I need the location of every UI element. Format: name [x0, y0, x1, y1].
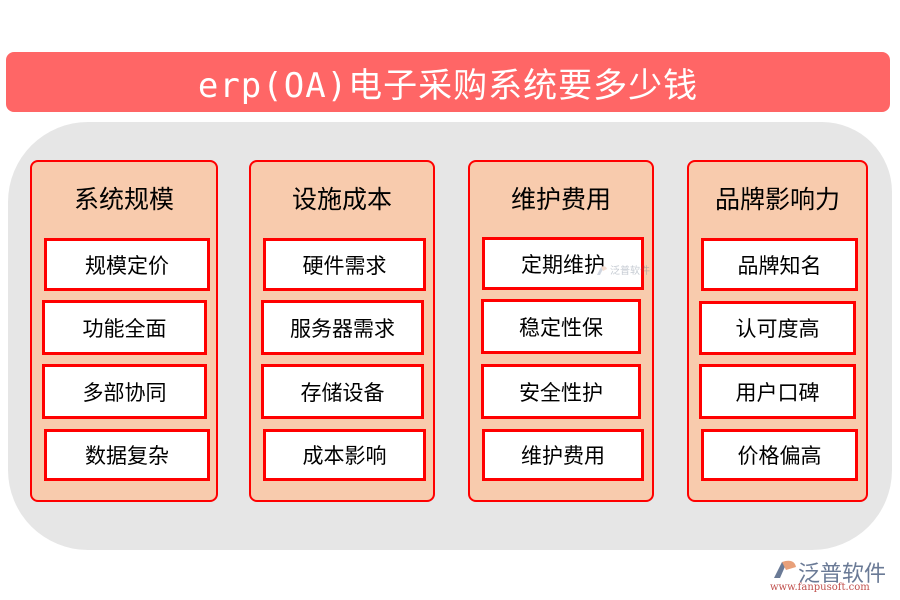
item-box: 用户口碑 — [699, 364, 856, 419]
diagram-title: erp(OA)电子采购系统要多少钱 — [197, 65, 699, 106]
item-box: 规模定价 — [44, 238, 210, 291]
logo-url: www.fanpusoft.com — [770, 582, 870, 593]
item-box: 数据复杂 — [44, 429, 210, 481]
item-box: 认可度高 — [699, 301, 856, 355]
item-box: 维护费用 — [482, 429, 644, 481]
column-title: 维护费用 — [510, 185, 611, 214]
item-box: 功能全面 — [42, 300, 207, 355]
item-box: 存储设备 — [261, 364, 424, 419]
item-box: 品牌知名 — [701, 238, 858, 291]
item-box: 硬件需求 — [263, 238, 426, 291]
fanpu-logo-icon — [774, 560, 796, 578]
column-title: 系统规模 — [73, 185, 174, 214]
item-box: 成本影响 — [263, 429, 426, 481]
title-bar: erp(OA)电子采购系统要多少钱 — [6, 52, 890, 112]
item-box: 稳定性保 — [481, 299, 641, 354]
column-title: 品牌影响力 — [714, 185, 840, 214]
logo-name: 泛普软件 — [798, 562, 887, 587]
item-box: 安全性护 — [481, 364, 641, 419]
fanpu-logo: 泛普软件 www.fanpusoft.com — [770, 556, 895, 596]
column-title: 设施成本 — [291, 185, 392, 214]
item-box: 定期维护 — [482, 237, 644, 290]
item-box: 服务器需求 — [261, 300, 424, 355]
item-box: 价格偏高 — [701, 429, 858, 481]
item-box: 多部协同 — [42, 364, 207, 419]
